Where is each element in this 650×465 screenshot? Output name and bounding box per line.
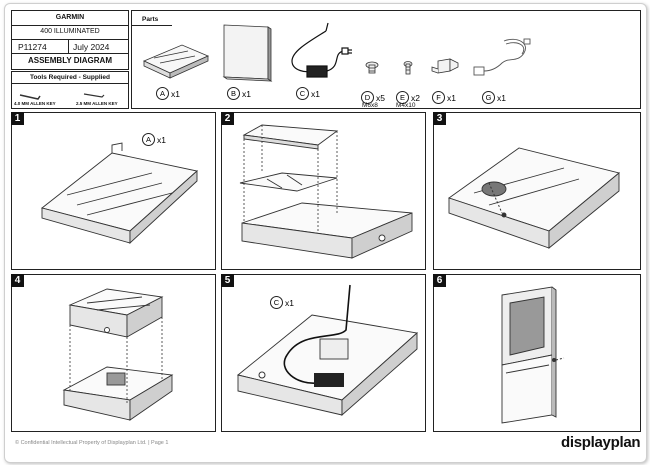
part-c-power-supply-icon bbox=[291, 22, 352, 78]
tool-label-2-5mm: 2.5 MM ALLEN KEY bbox=[76, 101, 118, 106]
step-4-guide-lines bbox=[69, 317, 163, 403]
parts-illustrations bbox=[143, 22, 531, 82]
part-g-cable-icon bbox=[473, 38, 531, 76]
footer-confidential: © Confidential Intellectual Property of … bbox=[15, 440, 169, 446]
step-2-panel: 2 bbox=[221, 112, 426, 270]
part-c-qty: x1 bbox=[311, 88, 320, 99]
step-4-number: 4 bbox=[11, 274, 24, 287]
tool-label-4mm: 4.0 MM ALLEN KEY bbox=[14, 101, 56, 106]
allen-key-icons bbox=[19, 93, 105, 100]
step-2-illustration bbox=[239, 124, 413, 259]
step-1-callout-qty: x1 bbox=[157, 134, 166, 145]
part-b-panel-icon bbox=[222, 24, 273, 82]
step-2-guide-lines bbox=[243, 125, 338, 233]
part-f-letter: F bbox=[432, 91, 445, 105]
document-date: July 2024 bbox=[73, 42, 110, 52]
footer-logo: displayplan bbox=[561, 434, 641, 451]
step-4-panel: 4 bbox=[11, 274, 216, 432]
step-2-number: 2 bbox=[221, 112, 234, 125]
part-a-qty: x1 bbox=[171, 88, 180, 99]
part-g-qty: x1 bbox=[497, 92, 506, 103]
allen-key-4mm-icon bbox=[19, 94, 41, 100]
allen-key-2-5mm-icon bbox=[83, 93, 105, 98]
tools-heading: Tools Required - Supplied bbox=[29, 74, 111, 81]
step-6-number: 6 bbox=[433, 274, 446, 287]
part-f-qty: x1 bbox=[447, 92, 456, 103]
part-e-qty: x2 bbox=[411, 92, 420, 103]
assembly-sheet: GARMIN 400 ILLUMINATED P11274 July 2024 … bbox=[4, 3, 647, 463]
part-b-letter: B bbox=[227, 87, 240, 101]
step-3-illustration bbox=[448, 147, 620, 249]
step-1-illustration bbox=[41, 142, 198, 245]
part-g-letter: G bbox=[482, 91, 495, 105]
part-b-qty: x1 bbox=[242, 88, 251, 99]
step-3-panel: 3 bbox=[433, 112, 641, 270]
part-e-screw-icon bbox=[403, 61, 413, 75]
step-5-cable bbox=[283, 284, 351, 384]
part-a-letter: A bbox=[156, 87, 169, 101]
parts-block: Parts bbox=[131, 10, 641, 109]
part-d-spec: M6x8 bbox=[362, 102, 378, 109]
step-1-callout-letter: A bbox=[142, 133, 155, 147]
part-e-letter: E bbox=[396, 91, 409, 105]
step-5-number: 5 bbox=[221, 274, 234, 287]
step-6-illustration bbox=[501, 286, 565, 424]
part-c-letter: C bbox=[296, 87, 309, 101]
title-block: GARMIN 400 ILLUMINATED P11274 July 2024 … bbox=[11, 10, 129, 70]
document-type: ASSEMBLY DIAGRAM bbox=[27, 56, 112, 65]
part-number: P11274 bbox=[18, 42, 47, 52]
part-f-bracket-icon bbox=[431, 58, 459, 74]
step-6-panel: 6 bbox=[433, 274, 641, 432]
product-name: 400 ILLUMINATED bbox=[40, 28, 100, 35]
parts-heading: Parts bbox=[142, 16, 159, 23]
step-5-callout-letter: C bbox=[270, 296, 283, 310]
part-a-tray-icon bbox=[143, 44, 210, 79]
part-d-qty: x5 bbox=[376, 92, 385, 103]
brand-name: GARMIN bbox=[55, 14, 85, 21]
part-d-screw-icon bbox=[365, 61, 379, 74]
step-3-number: 3 bbox=[433, 112, 446, 125]
step-4-illustration bbox=[62, 288, 174, 421]
step-5-power-supply bbox=[314, 373, 344, 387]
step-5-callout-qty: x1 bbox=[285, 297, 294, 308]
tools-block: Tools Required - Supplied 4.0 MM ALLEN K… bbox=[11, 71, 129, 109]
step-5-illustration bbox=[237, 284, 418, 416]
step-1-number: 1 bbox=[11, 112, 24, 125]
part-e-spec: M4x10 bbox=[396, 102, 416, 109]
part-d-letter: D bbox=[361, 91, 374, 105]
